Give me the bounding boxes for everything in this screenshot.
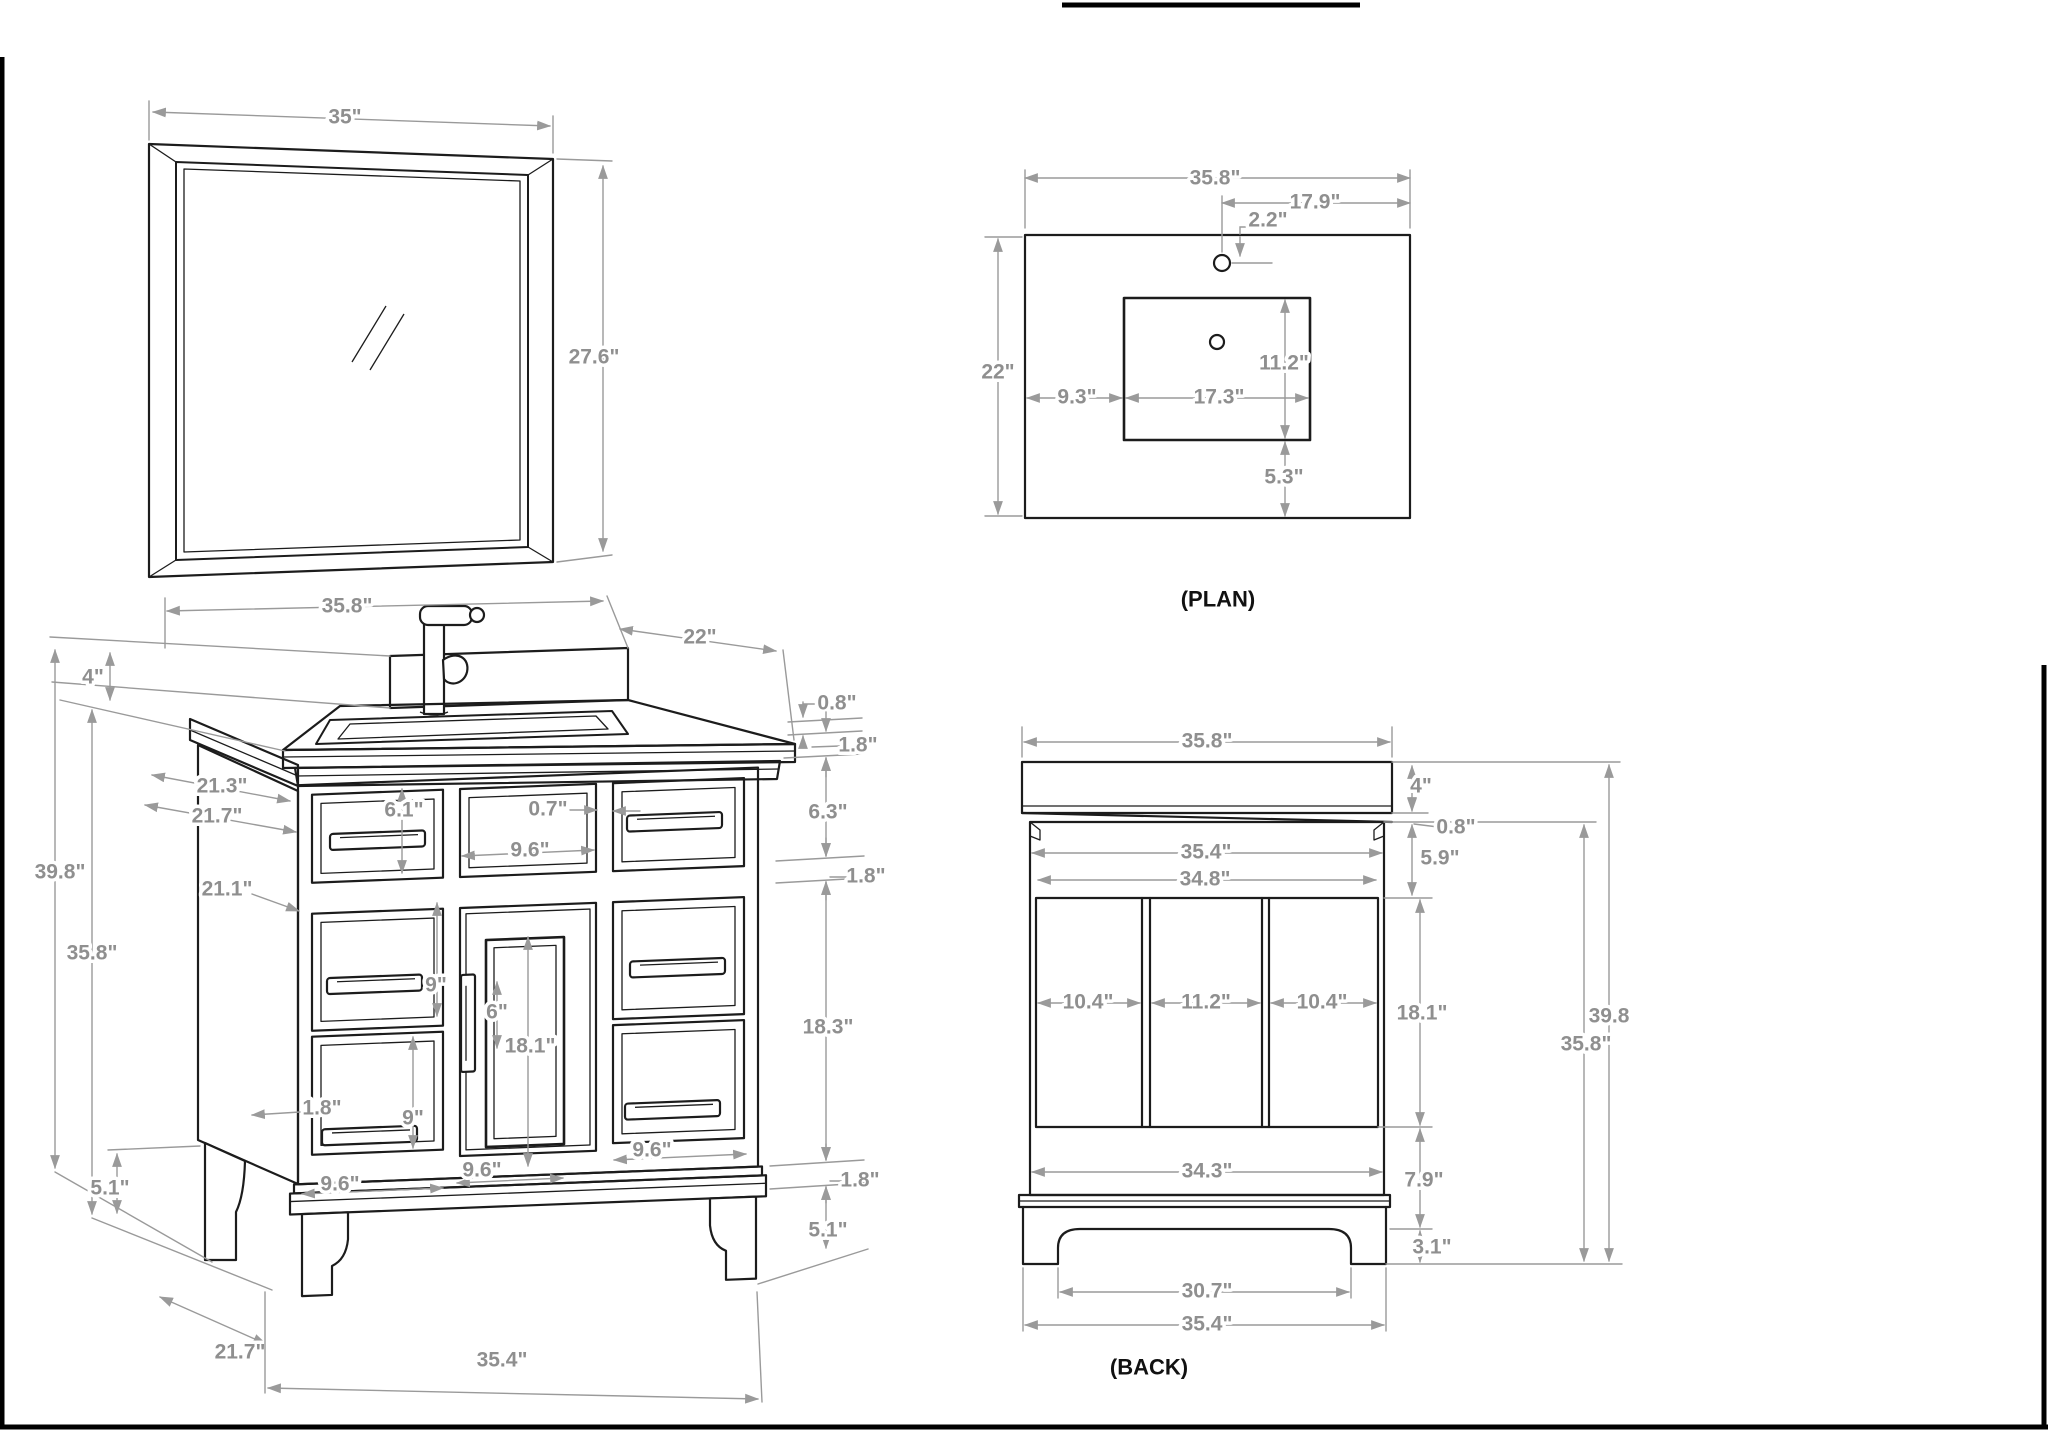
- plan-dimensions: 35.8" 17.9" 2.2" 22" 9.3" 17.3" 11.2": [978, 163, 1412, 518]
- mirror-width-label: 35": [328, 106, 361, 129]
- front-cabinet-height-label: 35.8": [67, 942, 118, 965]
- top-drawer-left: [310, 788, 445, 884]
- back-panel-center-label: 11.2": [1181, 991, 1231, 1014]
- cabinet-facade: [288, 766, 768, 1298]
- plan-caption: (PLAN): [1181, 587, 1256, 612]
- front-stile-width-label: 0.7": [528, 798, 567, 821]
- front-glass-height-label: 18.1": [505, 1035, 556, 1058]
- back-left-leg: [203, 1141, 247, 1262]
- plan-faucet-top-label: 2.2": [1248, 209, 1287, 232]
- front-door-width-label: 9.6": [462, 1159, 501, 1182]
- front-base-depth-label: 21.7": [215, 1341, 266, 1364]
- back-overall-width-label: 35.8": [1182, 730, 1233, 753]
- faucet-hole: [1212, 253, 1232, 273]
- back-panel-height-label: 18.1": [1397, 1002, 1448, 1025]
- front-left-leg: [300, 1211, 350, 1298]
- mirror-frame: [147, 142, 555, 579]
- front-view: 35.8" 22" 4" 39.8" 35.8" 21.3" 21.7" 21.…: [31, 591, 889, 1404]
- front-overall-height-label: 39.8": [35, 861, 86, 884]
- front-upper-drawer-height-label: 9": [425, 974, 447, 997]
- right-chain-ticks: [757, 717, 869, 1285]
- front-base-width-label: 35.4": [477, 1349, 528, 1372]
- front-counter-top-depth-label: 21.3": [197, 775, 248, 798]
- plan-sink-left-label: 9.3": [1057, 386, 1096, 409]
- back-top-rail-label: 5.9": [1420, 847, 1459, 870]
- extension-lines: [49, 595, 795, 1291]
- extension-lines: [1021, 726, 1623, 1332]
- front-top-drawer-width-label: 9.6": [510, 839, 549, 862]
- sink-recess: [315, 710, 629, 745]
- back-backsplash-height-label: 4": [1410, 775, 1432, 798]
- front-mid-rail-label: 1.8": [846, 865, 885, 888]
- front-right-leg: [708, 1195, 758, 1281]
- plan-sink-depth-label: 11.2": [1259, 352, 1309, 375]
- front-frame-gap-label: 1.8": [302, 1097, 341, 1120]
- back-cabinet-height-label: 35.8": [1561, 1033, 1612, 1056]
- mid-drawer-right: [611, 896, 746, 1021]
- drawer-handles: [320, 810, 727, 1147]
- back-panel-left-label: 10.4": [1063, 991, 1114, 1014]
- front-top-drawer-height-label: 6.1": [384, 799, 423, 822]
- front-top-row-height-label: 6.3": [808, 801, 847, 824]
- countertop: [281, 698, 797, 788]
- right-corbel: [1373, 821, 1385, 841]
- left-corbel: [1029, 821, 1041, 841]
- plan-sink-front-label: 5.3": [1264, 466, 1303, 489]
- front-counter-mid-depth-label: 21.7": [192, 805, 243, 828]
- mirror-height-label: 27.6": [569, 346, 620, 369]
- base-molding: [288, 1165, 768, 1216]
- bottom-drawer-right: [611, 1019, 746, 1145]
- mid-drawer-left: [310, 907, 445, 1032]
- front-side-panel-depth-label: 21.1": [202, 878, 253, 901]
- front-counter-lip-label: 0.8": [817, 692, 856, 715]
- faucet: [418, 604, 486, 716]
- front-drawer-width-left-label: 9.6": [320, 1173, 359, 1196]
- mirror-glass-slashes: [351, 305, 405, 371]
- back-view: 35.8" 4" 0.8" 5.9" 35.4" 34.8" 10.4" 11.…: [1017, 726, 1633, 1383]
- back-cabinet: [1028, 820, 1386, 1197]
- front-dimensions: 35.8" 22" 4" 39.8" 35.8" 21.3" 21.7" 21.…: [31, 591, 889, 1404]
- drain-hole: [1208, 333, 1226, 351]
- back-bottom-width-label: 34.3": [1182, 1160, 1233, 1183]
- back-panel-frame-width-label: 34.8": [1180, 868, 1231, 891]
- top-drawer-right: [611, 777, 746, 873]
- back-cabinet-width-label: 35.4": [1181, 841, 1232, 864]
- back-overall-height-label: 39.8: [1589, 1005, 1630, 1028]
- mirror-view: 35" 27.6": [147, 100, 623, 579]
- back-base-width-label: 35.4": [1182, 1313, 1233, 1336]
- front-overall-width-label: 35.8": [322, 595, 373, 618]
- front-counter-depth-label: 22": [683, 626, 716, 649]
- plan-view: 35.8" 17.9" 2.2" 22" 9.3" 17.3" 11.2": [978, 163, 1412, 615]
- back-panels: [1034, 896, 1380, 1129]
- back-base: [1017, 1193, 1392, 1266]
- back-bottom-rail-height-label: 7.9": [1404, 1169, 1443, 1192]
- front-lower-drawer-height-label: 9": [402, 1107, 424, 1130]
- plan-depth-label: 22": [981, 361, 1014, 384]
- mirror-dimensions: 35" 27.6": [148, 100, 623, 563]
- front-bottom-rail-label: 1.8": [840, 1169, 879, 1192]
- back-caption: (BACK): [1110, 1355, 1188, 1380]
- front-drawer-width-right-label: 9.6": [632, 1139, 671, 1162]
- front-glass-inset-label: 6": [486, 1001, 508, 1024]
- top-panel-center: [458, 782, 598, 879]
- back-panel-right-label: 10.4": [1297, 991, 1348, 1014]
- plan-overall-width-label: 35.8": [1190, 167, 1241, 190]
- back-cutout-width-label: 30.7": [1182, 1280, 1233, 1303]
- countertop-outline: [1023, 233, 1412, 520]
- front-backsplash-height-label: 4": [82, 666, 104, 689]
- door-handle: [459, 973, 477, 1074]
- plan-faucet-right-label: 17.9": [1290, 191, 1341, 214]
- back-foot-height-label: 3.1": [1412, 1236, 1451, 1259]
- front-door-opening-height-label: 18.3": [803, 1016, 854, 1039]
- front-leg-height-right-label: 5.1": [808, 1219, 847, 1242]
- back-dimensions: 35.8" 4" 0.8" 5.9" 35.4" 34.8" 10.4" 11.…: [1021, 726, 1633, 1339]
- back-counter-lip-label: 0.8": [1436, 816, 1475, 839]
- plan-sink-width-label: 17.3": [1194, 386, 1245, 409]
- front-leg-height-left-label: 5.1": [90, 1177, 129, 1200]
- sink-cutout: [1122, 296, 1312, 442]
- front-counter-edge-label: 1.8": [838, 734, 877, 757]
- back-backsplash: [1020, 760, 1394, 824]
